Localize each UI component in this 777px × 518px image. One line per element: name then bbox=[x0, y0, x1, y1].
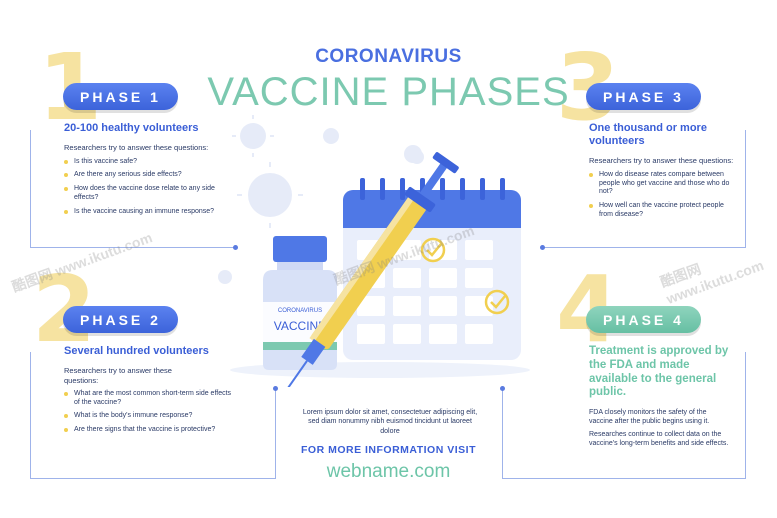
watermark: 酷图网 www.ikutu.com bbox=[658, 256, 766, 307]
phase-3-content: One thousand or more volunteers Research… bbox=[589, 122, 739, 225]
frame-line bbox=[275, 390, 276, 479]
frame-dot bbox=[500, 386, 505, 391]
website-link[interactable]: webname.com bbox=[326, 461, 451, 482]
phase-4-heading: Treatment is approved by the FDA and mad… bbox=[589, 345, 729, 399]
list-item: How do disease rates compare between peo… bbox=[589, 171, 739, 197]
more-info-label: FOR MORE INFORMATION VISIT bbox=[301, 444, 476, 456]
phase-3-heading: One thousand or more volunteers bbox=[589, 122, 707, 148]
frame-line bbox=[502, 478, 746, 479]
footer-description: Lorem ipsum dolor sit amet, consectetuer… bbox=[302, 409, 478, 435]
list-item: Is this vaccine safe? bbox=[64, 158, 234, 167]
phase-1-intro: Researchers try to answer these question… bbox=[64, 143, 209, 153]
phase-2-heading: Several hundred volunteers bbox=[64, 345, 209, 357]
vial-label: VACCINE bbox=[274, 319, 326, 333]
list-item: Are there any serious side effects? bbox=[64, 171, 234, 180]
page-title: VACCINE PHASES bbox=[207, 70, 570, 114]
vaccine-illustration: CORONAVIRUS VACCINE bbox=[218, 115, 530, 387]
syringe-icon bbox=[277, 152, 459, 387]
vial-icon bbox=[263, 236, 337, 370]
list-item: How well can the vaccine protect people … bbox=[589, 202, 739, 220]
phase-3-questions: How do disease rates compare between peo… bbox=[589, 171, 739, 220]
vial-brand-label: CORONAVIRUS bbox=[278, 308, 322, 314]
frame-line bbox=[745, 130, 746, 248]
frame-line bbox=[30, 478, 275, 479]
list-item: Are there signs that the vaccine is prot… bbox=[64, 426, 234, 435]
virus-icon bbox=[218, 123, 424, 284]
phase-3-badge: PHASE 3 bbox=[586, 83, 701, 110]
frame-dot bbox=[273, 386, 278, 391]
phase-1-content: 20-100 healthy volunteers Researchers tr… bbox=[64, 122, 234, 221]
phase-3-intro: Researchers try to answer these question… bbox=[589, 156, 734, 166]
phase-2-content: Several hundred volunteers Researchers t… bbox=[64, 345, 234, 440]
frame-line bbox=[30, 352, 31, 478]
list-item: What are the most common short-term side… bbox=[64, 390, 234, 408]
phase-1-heading: 20-100 healthy volunteers bbox=[64, 122, 199, 134]
phase-2-badge: PHASE 2 bbox=[63, 306, 178, 333]
phase-1-questions: Is this vaccine safe? Are there any seri… bbox=[64, 158, 234, 217]
phase-2-intro: Researchers try to answer these question… bbox=[64, 366, 172, 385]
frame-line bbox=[30, 247, 236, 248]
frame-line bbox=[502, 390, 503, 479]
frame-dot bbox=[540, 245, 545, 250]
frame-line bbox=[542, 247, 746, 248]
phase-1-badge: PHASE 1 bbox=[63, 83, 178, 110]
frame-dot bbox=[233, 245, 238, 250]
list-item: Is the vaccine causing an immune respons… bbox=[64, 208, 234, 217]
list-item: What is the body's immune response? bbox=[64, 412, 234, 421]
phase-4-paragraph: Researches continue to collect data on t… bbox=[589, 431, 729, 448]
title-subtitle: CORONAVIRUS bbox=[315, 46, 462, 67]
frame-line bbox=[30, 130, 31, 248]
frame-line bbox=[745, 352, 746, 478]
phase-2-questions: What are the most common short-term side… bbox=[64, 390, 234, 435]
phase-4-paragraph: FDA closely monitors the safety of the v… bbox=[589, 409, 710, 426]
phase-4-badge: PHASE 4 bbox=[586, 306, 701, 333]
phase-4-content: Treatment is approved by the FDA and mad… bbox=[589, 345, 729, 449]
list-item: How does the vaccine dose relate to any … bbox=[64, 185, 234, 203]
